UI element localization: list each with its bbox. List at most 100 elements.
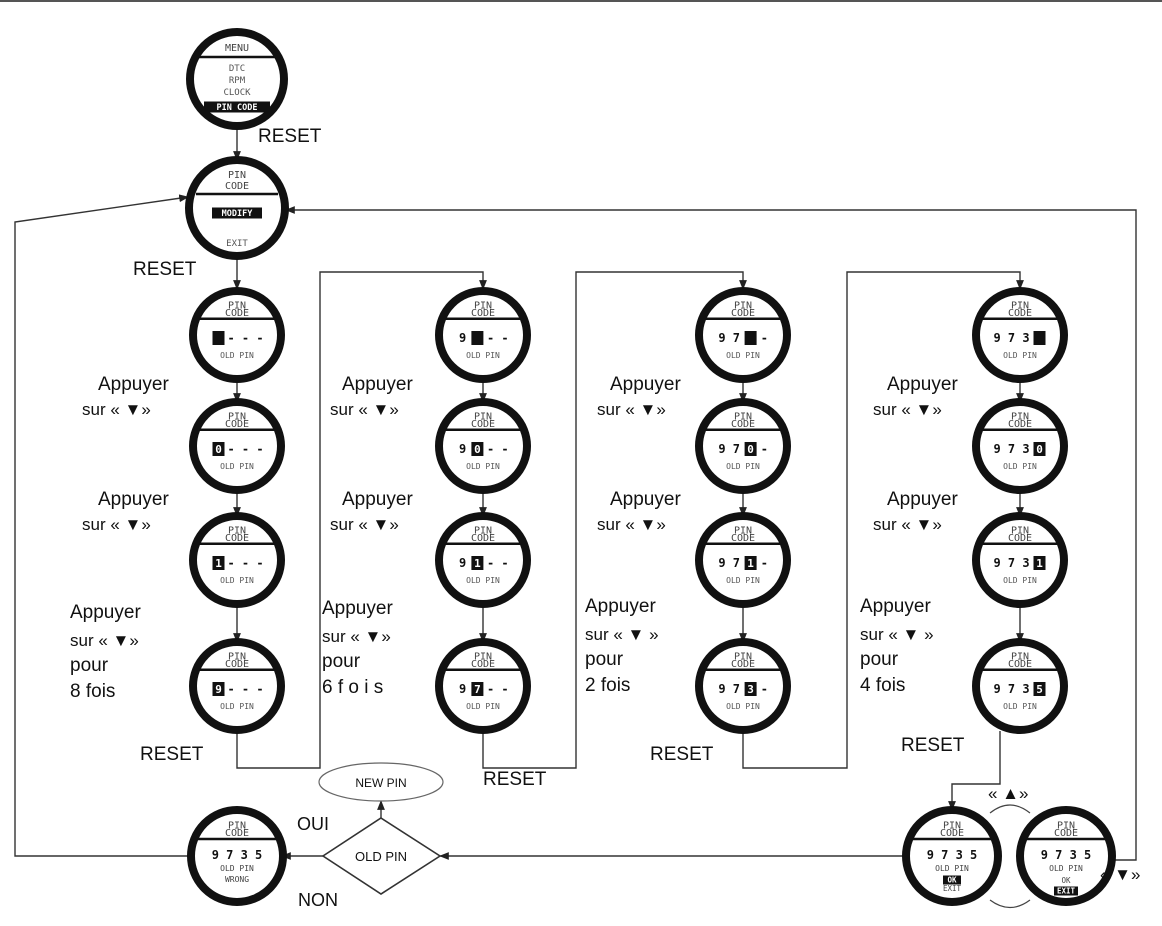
entry-screen-c2-r1-title-code: CODE: [731, 419, 755, 430]
entry-screen-c3-r0-prefix: 9 7 3: [993, 331, 1029, 345]
entry-screen-c1-r3-cursor-highlight: [471, 682, 484, 696]
entry-screen-c1-r2-old-pin: OLD PIN: [466, 576, 500, 585]
final-for-2: pour: [585, 649, 624, 670]
entry-screen-c3-r3-prefix: 9 7 3: [993, 682, 1029, 696]
entry-screen-c2-r3-cursor-text: 3: [747, 683, 754, 696]
entry-screen-c0-r0-title-code: CODE: [225, 308, 249, 319]
press-label-2-0: Appuyer: [610, 374, 681, 395]
entry-screen-c3-r1-cursor-text: 0: [1036, 443, 1043, 456]
pin-menu-title-pin: PIN: [228, 170, 246, 181]
entry-screen-c1-r2-title-code: CODE: [471, 533, 495, 544]
entry-screen-c1-r0-title-pin: PIN: [474, 301, 492, 312]
final-press-arrow-3: sur « ▼ »: [860, 625, 934, 644]
entry-screen-c1-r0-tail: - -: [487, 331, 509, 345]
exit-selected-screen-bezel: [1016, 806, 1116, 906]
reset-label-pin: RESET: [133, 259, 197, 280]
entry-screen-c3-r0-title-code: CODE: [1008, 308, 1032, 319]
entry-screen-c2-r3-cursor-highlight: [744, 682, 757, 696]
entry-screen-c2-r2-prefix: 9 7: [718, 556, 740, 570]
entry-screen-c3-r2-title-pin: PIN: [1011, 526, 1029, 537]
entry-screen-c0-r0-old-pin: OLD PIN: [220, 351, 254, 360]
entry-screen-c2-r0-title-pin: PIN: [734, 301, 752, 312]
entry-screen-c0-r2-cursor-highlight: [212, 556, 225, 570]
final-press-arrow-0: sur « ▼»: [70, 631, 139, 650]
entry-screen-c0-r1-title-code: CODE: [225, 419, 249, 430]
wrong-screen-title-pin: PIN: [228, 820, 246, 831]
exit-selected-screen-old-pin: OLD PIN: [1049, 864, 1083, 873]
menu-item-pin-code-highlight: [204, 101, 270, 113]
entry-screen-c0-r3-old-pin: OLD PIN: [220, 702, 254, 711]
wrong-screen-old-pin: OLD PIN: [220, 864, 254, 873]
exit-selected-screen-ok: OK: [1061, 876, 1071, 885]
entry-screen-c2-r0-bezel: [695, 287, 791, 383]
no-label: NON: [298, 890, 338, 910]
new-pin-node: NEW PIN: [318, 762, 444, 802]
entry-screen-c2-r1-title-pin: PIN: [734, 412, 752, 423]
press-arrow-label-3-1: sur « ▼»: [873, 515, 942, 534]
entry-screen-c3-r0-old-pin: OLD PIN: [1003, 351, 1037, 360]
exit-selected-screen-exit-highlight: [1054, 886, 1078, 896]
final-for-1: pour: [322, 651, 361, 672]
entry-screen-c0-r0-bezel: [189, 287, 285, 383]
entry-screen-c0-r1-cursor-highlight: [212, 442, 225, 456]
pin-menu-exit: EXIT: [226, 239, 248, 249]
entry-screen-c2-r1-bezel: [695, 398, 791, 494]
reset-link-ok: [948, 731, 1001, 811]
final-press-arrow-1: sur « ▼»: [322, 627, 391, 646]
entry-screen-c2-r3-title-code: CODE: [731, 659, 755, 670]
reset-label-c3: RESET: [901, 735, 965, 756]
exit-back-to-pin: [285, 206, 1137, 861]
final-for-0: pour: [70, 655, 109, 676]
entry-screen-c2-r0-title-code: CODE: [731, 308, 755, 319]
entry-screen-c3-r1-prefix: 9 7 3: [993, 442, 1029, 456]
flow-connectors: [14, 122, 1137, 909]
entry-screen-c1-r1-cursor-highlight: [471, 442, 484, 456]
ok-selected-screen-ok-highlight: [943, 875, 961, 885]
down-key-label: « ▼»: [1100, 865, 1140, 884]
entry-screen-c0-r3-cursor-text: 9: [215, 683, 222, 696]
entry-screen-c0-r3-title-code: CODE: [225, 659, 249, 670]
entry-screen-c1-r2-tail: - -: [487, 556, 509, 570]
entry-screen-c2-r1-cursor-text: 0: [747, 443, 754, 456]
ok-selected-screen-exit: EXIT: [943, 884, 962, 893]
entry-screen-c2-r3-old-pin: OLD PIN: [726, 702, 760, 711]
entry-screen-c3-r1-old-pin: OLD PIN: [1003, 462, 1037, 471]
ok-selected-screen-title-pin: PIN: [943, 820, 961, 831]
entry-screen-c0-r3-title-pin: PIN: [228, 652, 246, 663]
press-arrow-label-0-1: sur « ▼»: [82, 515, 151, 534]
final-press-label-1: Appuyer: [322, 598, 393, 619]
decision-shape: [321, 817, 442, 895]
entry-screen-c2-r2-title-code: CODE: [731, 533, 755, 544]
wrong-screen-wrong: WRONG: [225, 875, 249, 884]
entry-screen-c0-r2-cursor-text: 1: [215, 557, 222, 570]
decision-diamond: OLD PIN: [321, 817, 442, 895]
ok-selected-screen-code: 9 7 3 5: [927, 848, 978, 862]
flow-labels: RESET RESET Appuyer sur « ▼» Appuyer sur « ▼»…: [70, 126, 1140, 910]
press-label-0-0: Appuyer: [98, 374, 169, 395]
entry-screen-c2-r1-old-pin: OLD PIN: [726, 462, 760, 471]
menu-item-pin-code-text: PIN CODE: [217, 103, 258, 113]
entry-screen-c2-r1-tail: -: [761, 442, 768, 456]
entry-screen-c2-r0-old-pin: OLD PIN: [726, 351, 760, 360]
entry-screen-c3-r1-title-code: CODE: [1008, 419, 1032, 430]
entry-screen-c3-r1-bezel: [972, 398, 1068, 494]
exit-selected-screen-code: 9 7 3 5: [1041, 848, 1092, 862]
entry-screen-c2-r2-cursor-highlight: [744, 556, 757, 570]
entry-screen-c2-r2-old-pin: OLD PIN: [726, 576, 760, 585]
entry-screen-c1-r2-cursor-text: 1: [474, 557, 481, 570]
entry-screen-c2-r3-title-pin: PIN: [734, 652, 752, 663]
entry-screen-c3-r3-title-code: CODE: [1008, 659, 1032, 670]
entry-screen-c3-r2-bezel: [972, 512, 1068, 608]
